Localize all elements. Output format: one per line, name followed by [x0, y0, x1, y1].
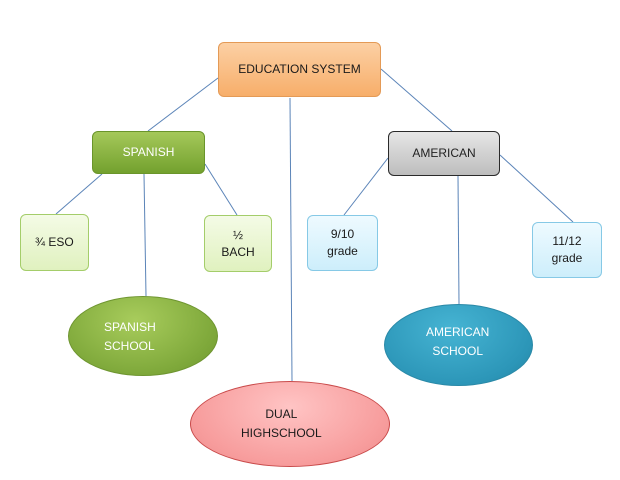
american-school-ellipse — [384, 304, 533, 386]
grade-11-12-node: 11/12 grade — [532, 222, 602, 278]
link-root-dual — [289, 97, 293, 382]
education-system-node: EDUCATION SYSTEM — [218, 42, 381, 97]
dual-highschool-ellipse — [190, 381, 390, 467]
eso-node: ¾ ESO — [20, 214, 89, 271]
link-american-11-12 — [499, 154, 574, 223]
link-spanish-eso — [55, 173, 103, 215]
link-root-spanish — [147, 77, 219, 132]
american-school-label: AMERICAN SCHOOL — [426, 325, 490, 358]
spanish-school-label: SPANISH SCHOOL — [104, 320, 156, 353]
link-american-school — [457, 175, 460, 305]
link-spanish-school — [143, 173, 147, 297]
american-node: AMERICAN — [388, 131, 500, 176]
grade-9-10-node: 9/10 grade — [307, 215, 378, 271]
bach-node: ½ BACH — [204, 215, 272, 272]
spanish-node: SPANISH — [92, 131, 205, 174]
link-root-american — [380, 68, 453, 132]
spanish-school-ellipse — [68, 296, 218, 376]
dual-highschool-label: DUAL HIGHSCHOOL — [241, 407, 322, 440]
link-spanish-bach — [204, 163, 238, 216]
link-american-9-10 — [343, 157, 389, 216]
